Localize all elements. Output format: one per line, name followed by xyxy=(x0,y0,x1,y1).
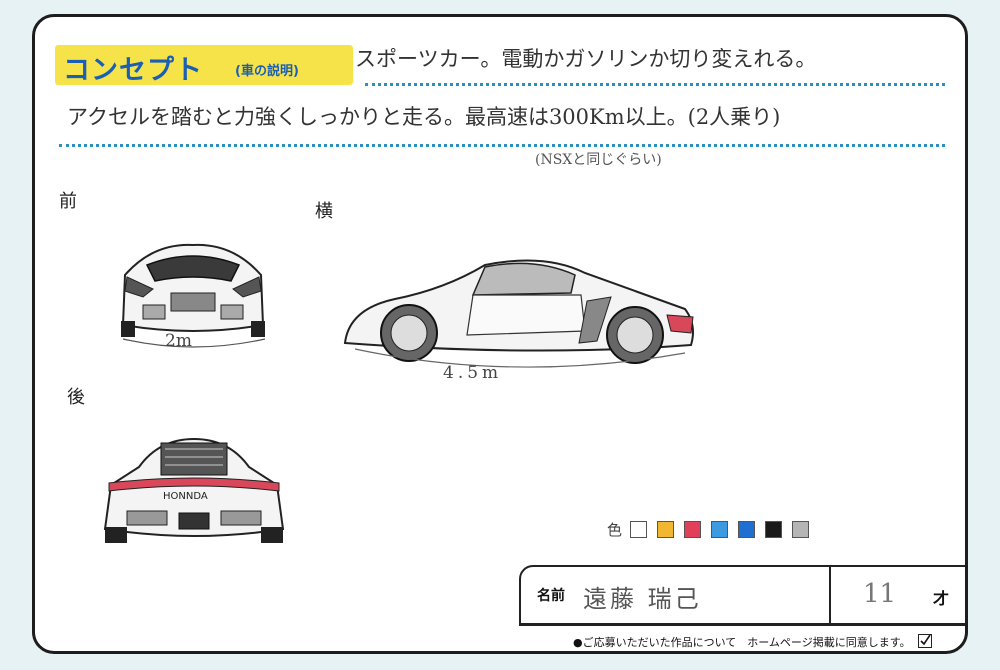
color-swatches: 色 xyxy=(607,519,810,540)
page-title: コンセプト xyxy=(63,55,203,86)
swatch-gray xyxy=(792,521,810,538)
age-value: 11 xyxy=(863,579,897,609)
swatch-red xyxy=(684,521,702,538)
consent-row: ●ご応募いただいた作品について ホームページ掲載に同意します。 xyxy=(519,624,965,651)
dotted-rule-2 xyxy=(59,144,945,147)
dotted-rule-1 xyxy=(365,83,945,86)
swatch-white xyxy=(630,521,648,538)
age-unit: 才 xyxy=(933,589,950,608)
side-view-car-drawing xyxy=(343,259,694,368)
name-label: 名前 xyxy=(537,588,565,604)
side-length-label: 4.5m xyxy=(443,363,503,383)
swatch-blue xyxy=(738,521,756,538)
consent-text: ●ご応募いただいた作品について ホームページ掲載に同意します。 xyxy=(573,636,911,649)
rear-view-car-drawing xyxy=(103,437,285,543)
swatch-light-blue xyxy=(711,521,729,538)
check-icon xyxy=(920,635,931,646)
concept-line-2: アクセルを踏むと力強くしっかりと走る。最高速は300Km以上。(2人乗り) xyxy=(67,105,781,129)
name-value: 遠藤 瑞己 xyxy=(583,585,702,613)
consent-checkbox[interactable] xyxy=(918,634,933,648)
front-view-car-drawing xyxy=(121,243,266,348)
rear-badge: HONNDA xyxy=(163,491,208,502)
title-highlight xyxy=(55,45,353,85)
front-view-label: 前 xyxy=(59,191,77,212)
name-age-box: 名前 遠藤 瑞己 11 才 xyxy=(519,565,965,625)
page-subtitle: (車の説明) xyxy=(235,64,299,79)
name-age-divider xyxy=(829,567,831,625)
front-width-label: 2m xyxy=(165,331,192,351)
color-label: 色 xyxy=(607,521,623,539)
swatch-yellow xyxy=(657,521,675,538)
concept-note: (NSXと同じぐらい) xyxy=(535,152,662,168)
entry-form-card: コンセプト (車の説明) スポーツカー。電動かガソリンか切り変えれる。 アクセル… xyxy=(32,14,968,654)
concept-line-1: スポーツカー。電動かガソリンか切り変えれる。 xyxy=(355,47,817,71)
side-view-label: 横 xyxy=(315,201,333,222)
rear-view-label: 後 xyxy=(67,387,85,408)
swatch-black xyxy=(765,521,783,538)
